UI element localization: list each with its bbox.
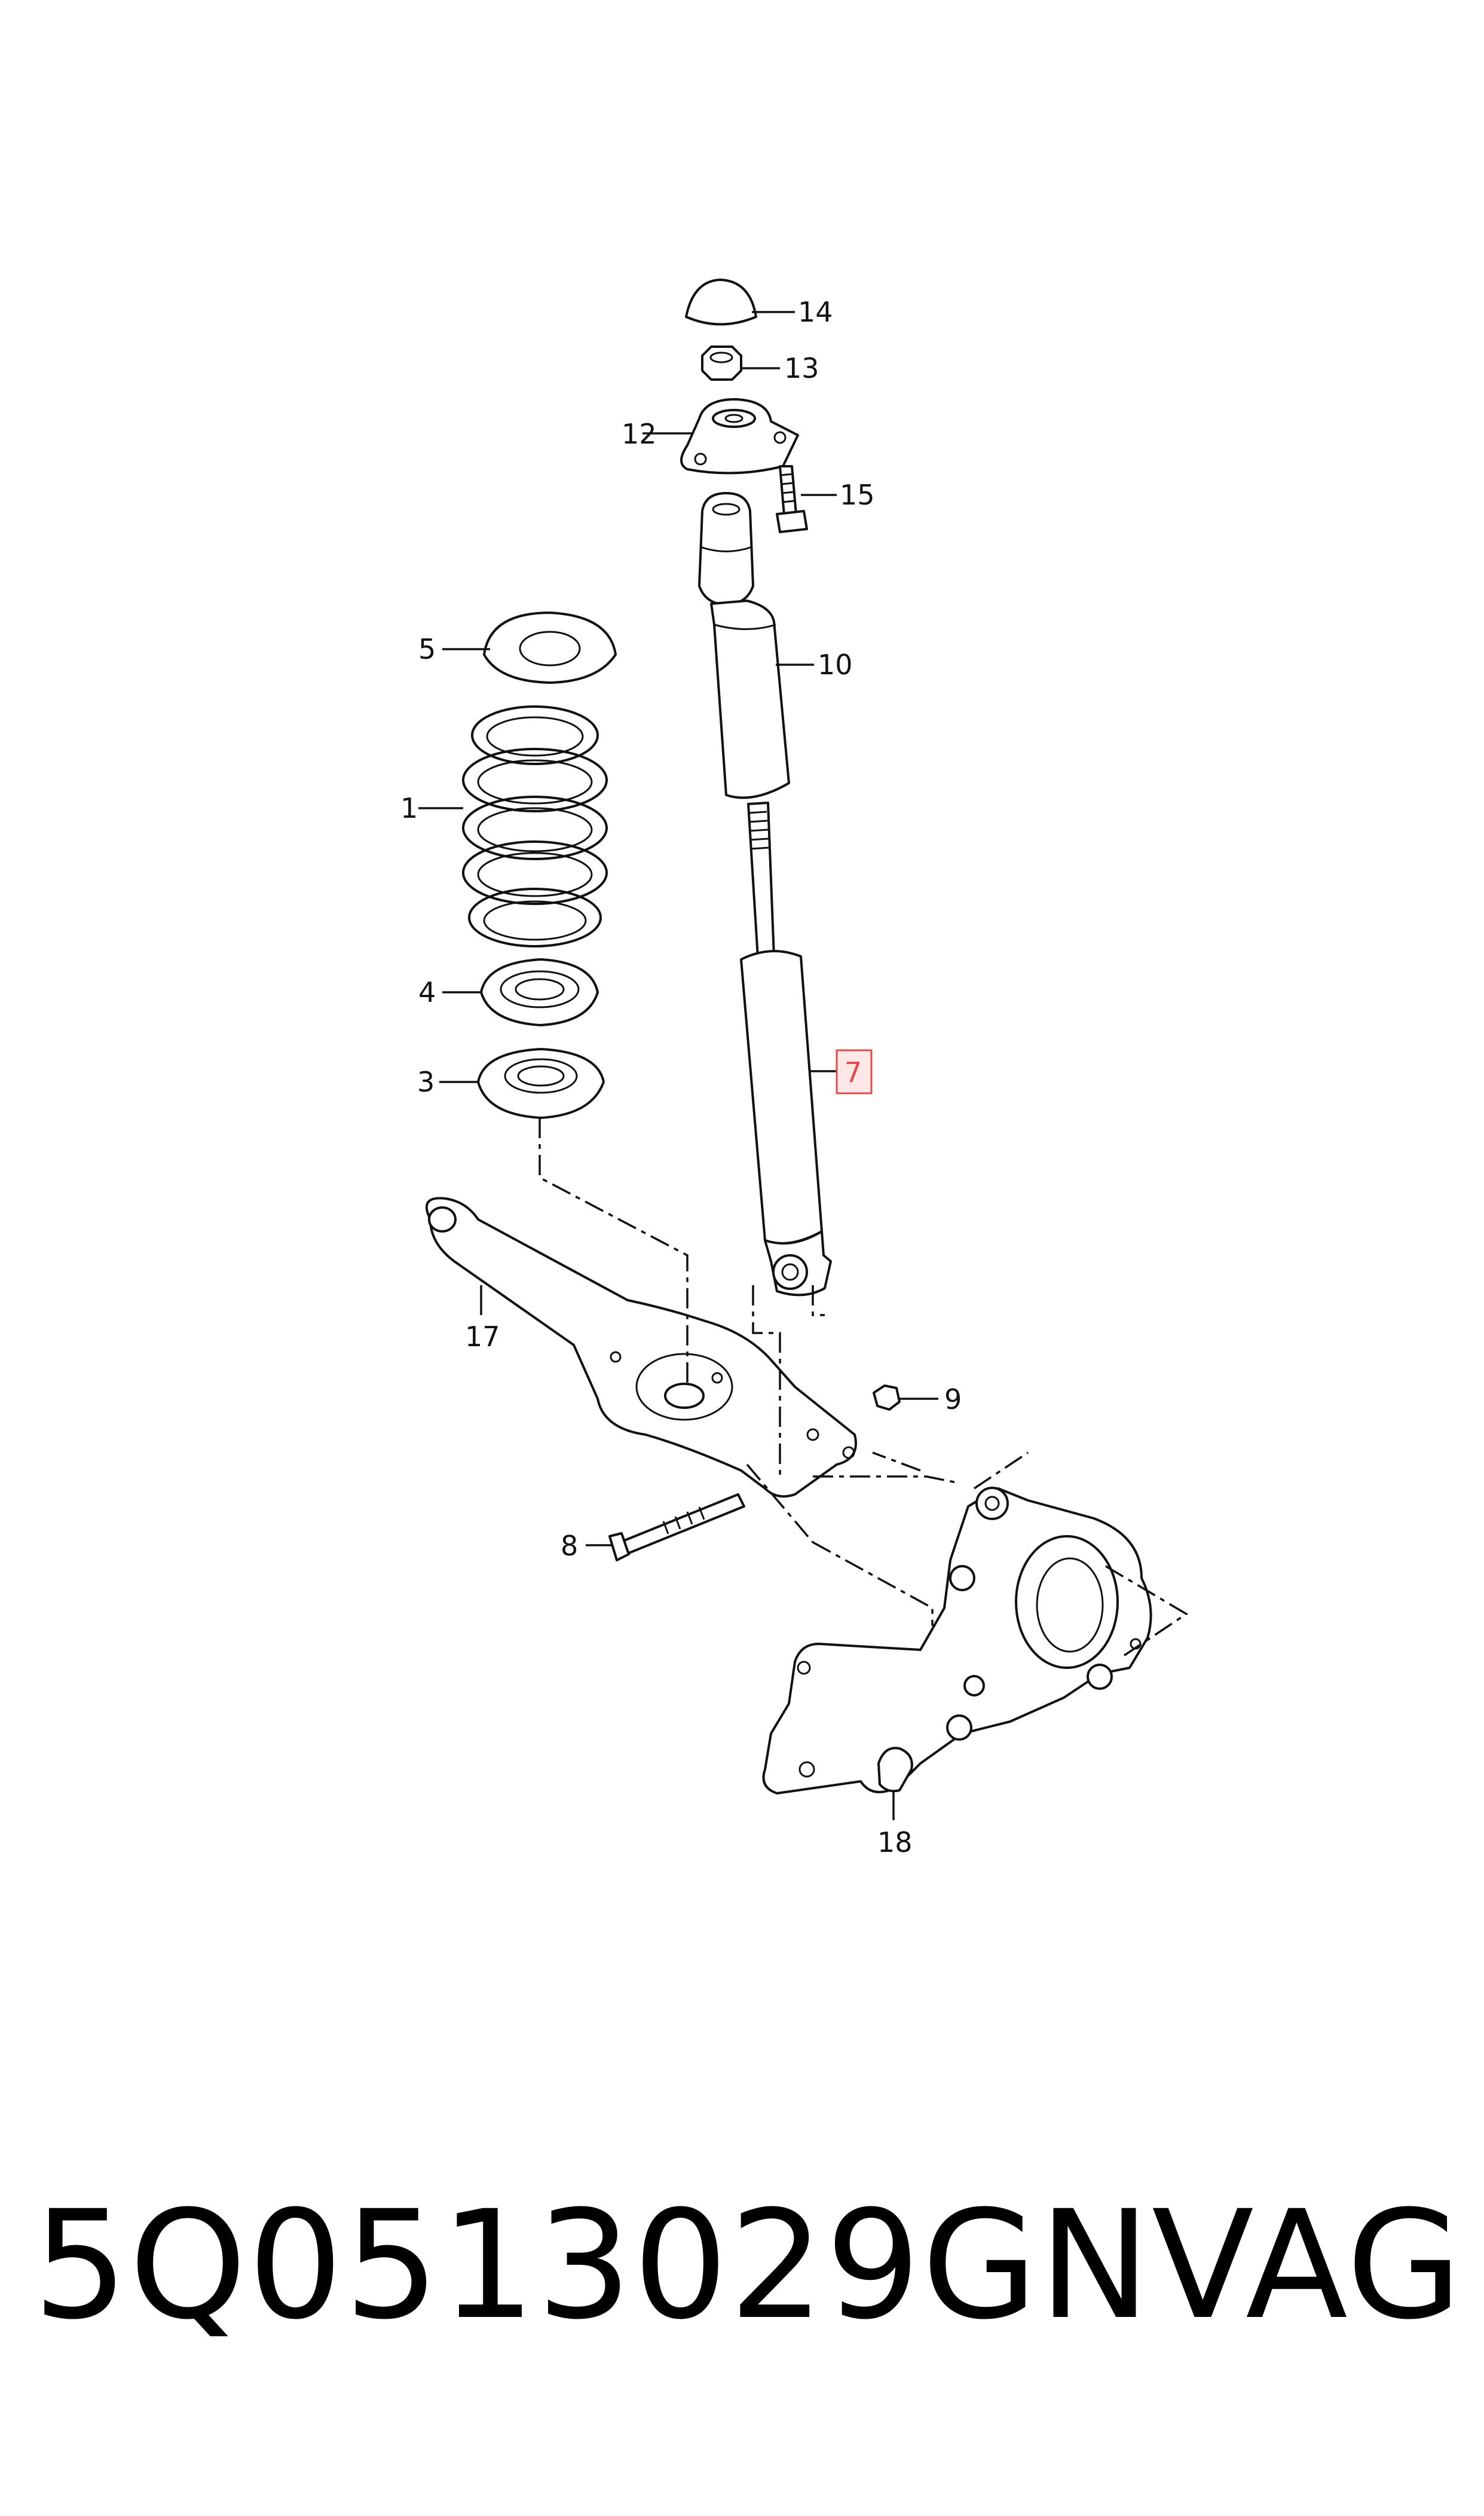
callout-4[interactable]: 4 <box>418 976 436 1008</box>
part-14-dust-cap <box>685 279 757 326</box>
part-1-coil-spring <box>462 705 608 947</box>
callout-5[interactable]: 5 <box>418 633 436 665</box>
callout-8[interactable]: 8 <box>561 1530 578 1562</box>
part-5-upper-spring-seat <box>483 612 617 684</box>
part-3-lower-spring-seat <box>477 1048 605 1119</box>
part-number: 5Q0513029GN <box>33 2178 1152 2352</box>
leader-lines <box>418 311 938 1820</box>
part-12-top-mount <box>680 398 799 475</box>
callout-12[interactable]: 12 <box>622 418 657 450</box>
part-18-wheel-carrier <box>762 1487 1152 1794</box>
assembly-lines <box>538 1118 1189 1657</box>
part-13-nut <box>701 346 742 381</box>
part-7-shock-absorber <box>740 802 832 1297</box>
callout-9[interactable]: 9 <box>944 1383 962 1416</box>
callout-18[interactable]: 18 <box>877 1826 913 1858</box>
callout-13[interactable]: 13 <box>784 352 819 384</box>
part-10-dust-boot <box>710 600 790 799</box>
footer: 5Q0513029GN VAG <box>33 2176 1462 2355</box>
callout-3[interactable]: 3 <box>417 1066 435 1098</box>
callout-17[interactable]: 17 <box>465 1320 500 1353</box>
callouts: 14 13 12 15 10 5 1 4 3 7 17 9 8 18 <box>400 296 962 1858</box>
brand-name: VAG <box>1151 2178 1464 2352</box>
callout-14[interactable]: 14 <box>798 296 833 328</box>
callout-7-highlight-box <box>836 1049 873 1095</box>
callout-1[interactable]: 1 <box>400 792 418 824</box>
part-15-bolt <box>776 465 808 533</box>
callout-7[interactable]: 7 <box>844 1056 862 1089</box>
part-17-control-arm <box>425 1197 857 1498</box>
part-4-spring-pad <box>480 958 599 1026</box>
part-9-nut <box>873 1384 901 1411</box>
callout-10[interactable]: 10 <box>818 649 853 681</box>
callout-15[interactable]: 15 <box>840 479 875 511</box>
bump-stop <box>698 492 754 606</box>
part-8-bolt <box>608 1493 745 1561</box>
